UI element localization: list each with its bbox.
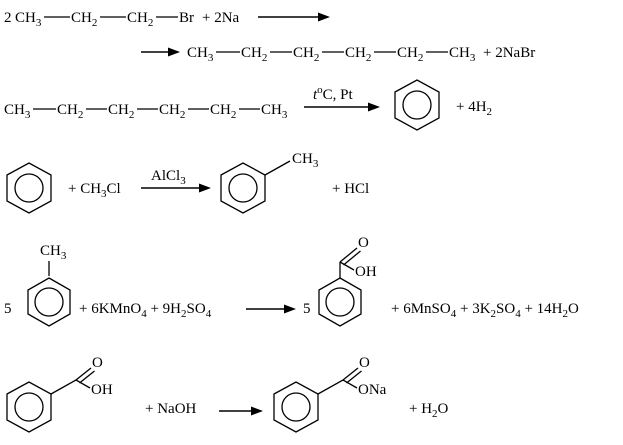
formula-ch3: CH3 <box>15 10 42 29</box>
svg-text:CH3: CH3 <box>261 102 288 121</box>
svg-text:CH2: CH2 <box>397 45 423 64</box>
benzene-ring <box>394 79 440 131</box>
reaction-alkylation: + CH3Cl AlCl3 CH3 + HCl <box>6 151 369 214</box>
reaction-oxidation: CH3 5 + 6KMnO4 + 9H2SO4 5 O OH + 6MnSO4 … <box>4 235 579 327</box>
sodium-hydroxide: + NaOH <box>145 401 197 417</box>
svg-text:CH2: CH2 <box>241 45 267 64</box>
wurtz-coefficient: 2 <box>4 10 12 26</box>
formula-ch2: CH2 <box>127 10 153 29</box>
svg-text:CH2: CH2 <box>159 102 185 121</box>
svg-text:CH2: CH2 <box>345 45 371 64</box>
reaction-arrow <box>304 102 380 112</box>
reaction-arrow <box>219 406 263 416</box>
reaction-neutralization: O OH + NaOH O ONa + H2O <box>6 355 449 433</box>
arrow-condition: toC, Pt <box>313 84 354 103</box>
svg-text:CH2: CH2 <box>57 102 83 121</box>
carbonyl-oxygen: O <box>92 355 103 371</box>
hcl-byproduct: + HCl <box>332 181 369 197</box>
wurtz-sodium: + 2Na <box>202 10 240 26</box>
hydroxyl-group: OH <box>91 382 113 398</box>
svg-text:CH2: CH2 <box>293 45 319 64</box>
carbonyl-oxygen: O <box>359 355 370 371</box>
benzene-ring <box>6 162 52 214</box>
benzoic-acid-ring <box>6 381 52 433</box>
hydrogen-byproduct: + 4H2 <box>456 99 492 118</box>
toluene-ring <box>27 277 71 327</box>
svg-text:CH3: CH3 <box>449 45 476 64</box>
reaction-arrow <box>246 304 296 314</box>
hexane-chain: CH3 CH2 CH2 CH2 CH2 CH3 <box>4 102 288 121</box>
wurtz-product-chain: CH3 CH2 CH2 CH2 CH2 CH3 <box>187 45 476 64</box>
oxidizing-reagents: + 6KMnO4 + 9H2SO4 <box>79 301 212 320</box>
coefficient-right: 5 <box>303 301 311 317</box>
wurtz-byproduct: + 2NaBr <box>483 45 535 61</box>
reaction-wurtz: 2 CH3 CH2 CH2 Br + 2Na CH3 CH2 CH2 CH2 <box>4 10 535 64</box>
reaction-arrow <box>141 183 211 193</box>
formula-ch2: CH2 <box>71 10 97 29</box>
oxidation-byproducts: + 6MnSO4 + 3K2SO4 + 14H2O <box>391 301 579 320</box>
methyl-substituent: CH3 <box>292 151 319 170</box>
benzoic-acid-ring <box>318 277 362 327</box>
water-byproduct: + H2O <box>409 401 449 420</box>
svg-text:CH2: CH2 <box>210 102 236 121</box>
sodium-salt-group: ONa <box>358 382 387 398</box>
reaction-arrow <box>141 47 180 57</box>
svg-text:CH3: CH3 <box>187 45 214 64</box>
reaction-aromatization: CH3 CH2 CH2 CH2 CH2 CH3 toC, Pt + 4H2 <box>4 79 492 131</box>
reaction-arrow <box>258 12 330 22</box>
methyl-chloride: + CH3Cl <box>68 181 121 200</box>
carbonyl-oxygen: O <box>358 235 369 251</box>
hydroxyl-group: OH <box>355 264 377 280</box>
coefficient-left: 5 <box>4 301 12 317</box>
toluene-ring <box>220 162 266 214</box>
bromine-atom: Br <box>179 10 194 26</box>
wurtz-reactant-chain: CH3 CH2 CH2 Br <box>15 10 194 29</box>
catalyst-label: AlCl3 <box>151 168 186 187</box>
methyl-substituent: CH3 <box>40 243 67 262</box>
sodium-benzoate-ring <box>273 381 319 433</box>
svg-text:CH3: CH3 <box>4 102 31 121</box>
svg-text:CH2: CH2 <box>108 102 134 121</box>
